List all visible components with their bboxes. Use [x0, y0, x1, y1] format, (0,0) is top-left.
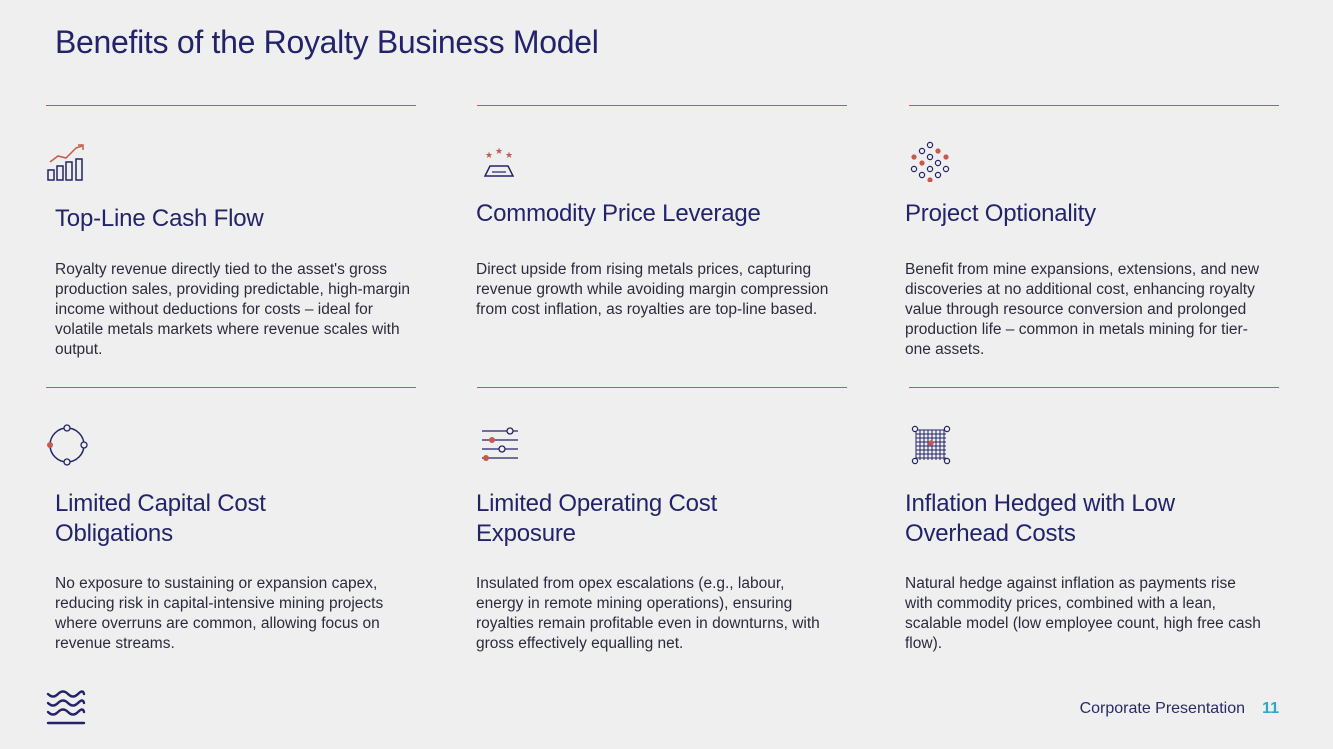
- card-body: Direct upside from rising metals prices,…: [476, 261, 829, 318]
- circle-nodes-icon: [47, 424, 88, 466]
- card-title: Limited Operating Cost Exposure: [476, 490, 718, 547]
- card-title: Top-Line Cash Flow: [55, 205, 264, 232]
- card-title: Inflation Hedged with Low Overhead Costs: [905, 490, 1175, 547]
- card-title: Project Optionality: [905, 200, 1096, 227]
- divider-rule: [46, 105, 416, 106]
- card-body: Royalty revenue directly tied to the ass…: [55, 261, 410, 358]
- page-number: 11: [1262, 700, 1279, 717]
- divider-rule: [909, 387, 1279, 388]
- divider-rule: [477, 105, 847, 106]
- sliders-icon: [482, 427, 518, 461]
- card-title: Limited Capital Cost Obligations: [55, 490, 266, 547]
- card-title: Commodity Price Leverage: [476, 200, 761, 227]
- card-body: Insulated from opex escalations (e.g., l…: [476, 575, 820, 652]
- page-title: Benefits of the Royalty Business Model: [55, 24, 599, 60]
- divider-rule: [909, 105, 1279, 106]
- divider-rule: [477, 387, 847, 388]
- wave-logo-icon: [46, 690, 86, 725]
- dot-network-icon: [910, 141, 950, 182]
- card-body: Benefit from mine expansions, extensions…: [905, 261, 1260, 358]
- card-body: No exposure to sustaining or expansion c…: [55, 575, 384, 652]
- svg-text:★: ★: [485, 151, 493, 161]
- gold-bar-stars-icon: ★ ★ ★: [483, 147, 515, 177]
- card-body: Natural hedge against inflation as payme…: [905, 575, 1261, 652]
- grid-net-icon: [911, 425, 951, 465]
- divider-rule: [46, 387, 416, 388]
- footer-label: Corporate Presentation: [1079, 700, 1245, 717]
- growth-chart-icon: [47, 144, 84, 181]
- svg-text:★: ★: [505, 151, 513, 161]
- svg-text:★: ★: [495, 147, 503, 157]
